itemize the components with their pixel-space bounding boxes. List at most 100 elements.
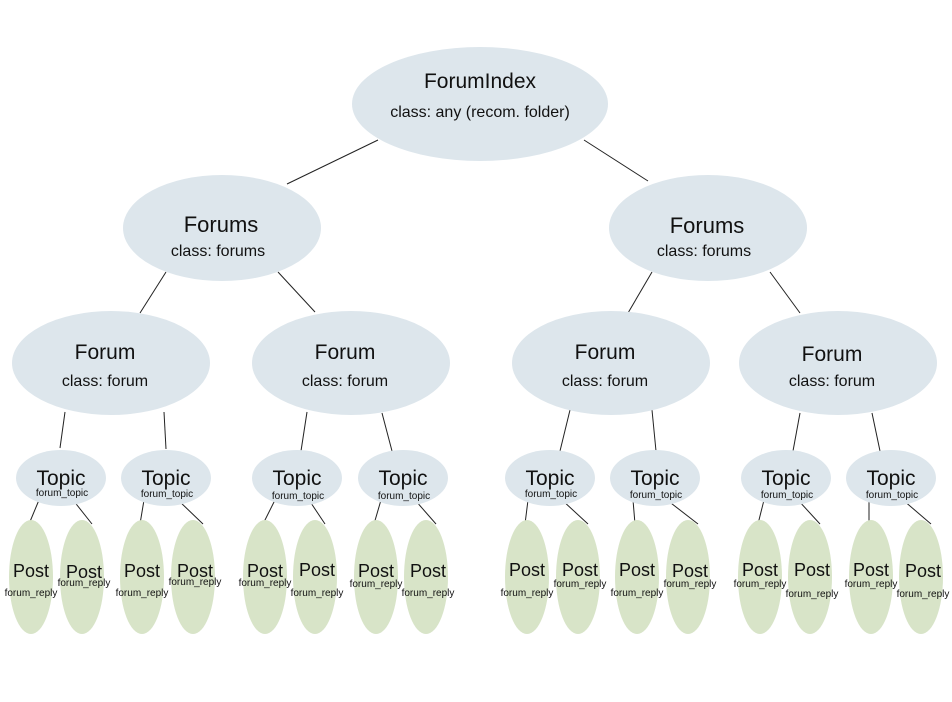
post-ellipse xyxy=(849,520,893,634)
edge-forum-to-topic xyxy=(59,411,66,449)
post-class: forum_reply xyxy=(291,588,344,599)
post-ellipse xyxy=(899,520,943,634)
post-node: Post forum_reply xyxy=(897,520,950,634)
post-class: forum_reply xyxy=(5,588,58,599)
post-class: forum_reply xyxy=(116,588,169,599)
post-title: Post xyxy=(410,561,446,581)
edge-forums-to-forum xyxy=(139,271,167,314)
post-class: forum_reply xyxy=(169,577,222,588)
topic-class: forum_topic xyxy=(378,491,430,502)
post-class: forum_reply xyxy=(786,589,839,600)
post-class: forum_reply xyxy=(734,579,787,590)
forum-ellipse xyxy=(739,311,937,415)
topic-title: Topic xyxy=(36,467,85,490)
post-title: Post xyxy=(66,562,102,582)
post-ellipse xyxy=(60,520,104,634)
topic-ellipse xyxy=(358,450,448,506)
edge-topic-to-post xyxy=(28,499,40,525)
edge-topic-to-post xyxy=(373,499,382,525)
forum-ellipse xyxy=(252,311,450,415)
edge-forum-to-topic xyxy=(651,409,657,452)
edge-forums-to-forum xyxy=(627,271,653,314)
post-class: forum_reply xyxy=(58,578,111,589)
forum-title: Forum xyxy=(802,343,863,366)
topic-class: forum_topic xyxy=(630,490,682,501)
post-class: forum_reply xyxy=(501,588,554,599)
forum-class: class: forum xyxy=(302,373,388,390)
edge-topic-to-post xyxy=(757,499,765,525)
edge-topic-to-post xyxy=(139,499,145,525)
post-title: Post xyxy=(299,560,335,580)
post-title: Post xyxy=(124,561,160,581)
topic-class: forum_topic xyxy=(272,491,324,502)
edge-topic-to-post xyxy=(632,499,636,525)
post-class: forum_reply xyxy=(611,588,664,599)
topic-class: forum_topic xyxy=(141,489,193,500)
root-class: class: any (recom. folder) xyxy=(390,104,570,121)
post-ellipse xyxy=(738,520,782,634)
topic-ellipse xyxy=(252,450,342,506)
post-class: forum_reply xyxy=(897,589,950,600)
edge-forums-to-forum xyxy=(277,271,316,313)
forum-title: Forum xyxy=(315,341,376,364)
forum-class: class: forum xyxy=(562,373,648,390)
edge-forum-to-topic xyxy=(381,412,393,452)
post-class: forum_reply xyxy=(350,579,403,590)
post-ellipse xyxy=(354,520,398,634)
post-ellipse xyxy=(120,520,164,634)
topic-class: forum_topic xyxy=(866,490,918,501)
post-ellipse xyxy=(243,520,287,634)
post-title: Post xyxy=(619,560,655,580)
post-node: Post forum_reply xyxy=(291,520,344,634)
forum-ellipse xyxy=(12,311,210,415)
forum-node: Forum class: forum xyxy=(512,311,710,415)
post-ellipse xyxy=(171,520,215,634)
post-title: Post xyxy=(562,560,598,580)
edge-topic-to-post xyxy=(666,499,699,525)
forum-class: class: forum xyxy=(62,373,148,390)
topic-class: forum_topic xyxy=(36,488,88,499)
forums-ellipse xyxy=(609,175,807,281)
post-ellipse xyxy=(615,520,659,634)
post-title: Post xyxy=(672,561,708,581)
topic-title: Topic xyxy=(630,467,679,490)
post-title: Post xyxy=(177,561,213,581)
post-title: Post xyxy=(853,560,889,580)
edge-forum-to-topic xyxy=(163,411,167,450)
post-ellipse xyxy=(9,520,53,634)
topic-ellipse xyxy=(505,450,595,506)
topic-title: Topic xyxy=(761,467,810,490)
forums-ellipse xyxy=(123,175,321,281)
forums-class: class: forums xyxy=(657,243,751,260)
post-title: Post xyxy=(905,561,941,581)
forum-title: Forum xyxy=(575,341,636,364)
post-title: Post xyxy=(794,560,830,580)
post-title: Post xyxy=(358,561,394,581)
topic-title: Topic xyxy=(866,467,915,490)
forum-title: Forum xyxy=(75,341,136,364)
post-ellipse xyxy=(666,520,710,634)
forums-node: Forums class: forums xyxy=(609,175,807,281)
post-node: Post forum_reply xyxy=(611,520,664,634)
edge-forum-to-topic xyxy=(300,411,308,452)
topic-class: forum_topic xyxy=(525,489,577,500)
forums-title: Forums xyxy=(670,213,745,238)
edge-forum-to-topic xyxy=(559,409,571,452)
topic-ellipse xyxy=(846,450,936,506)
forum-node: Forum class: forum xyxy=(252,311,450,415)
